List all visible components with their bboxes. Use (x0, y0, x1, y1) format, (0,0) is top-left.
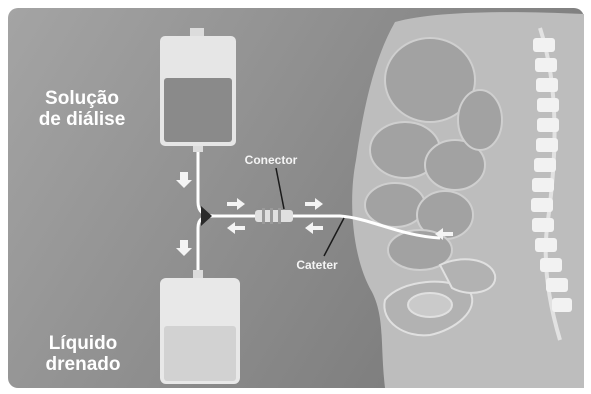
dialysis-solution-label: Solução de diálise (22, 88, 142, 131)
dialysis-solution-line-2: de diálise (22, 109, 142, 130)
drain-bag (160, 270, 240, 384)
drained-liquid-line-2: drenado (28, 354, 138, 375)
dialysis-solution-line-1: Solução (22, 88, 142, 109)
solution-bag (160, 28, 236, 152)
connector (255, 208, 293, 224)
connector-label: Conector (226, 154, 316, 167)
drained-liquid-line-1: Líquido (28, 333, 138, 354)
drained-liquid-label: Líquido drenado (28, 333, 138, 376)
catheter-label: Cateter (282, 259, 352, 272)
